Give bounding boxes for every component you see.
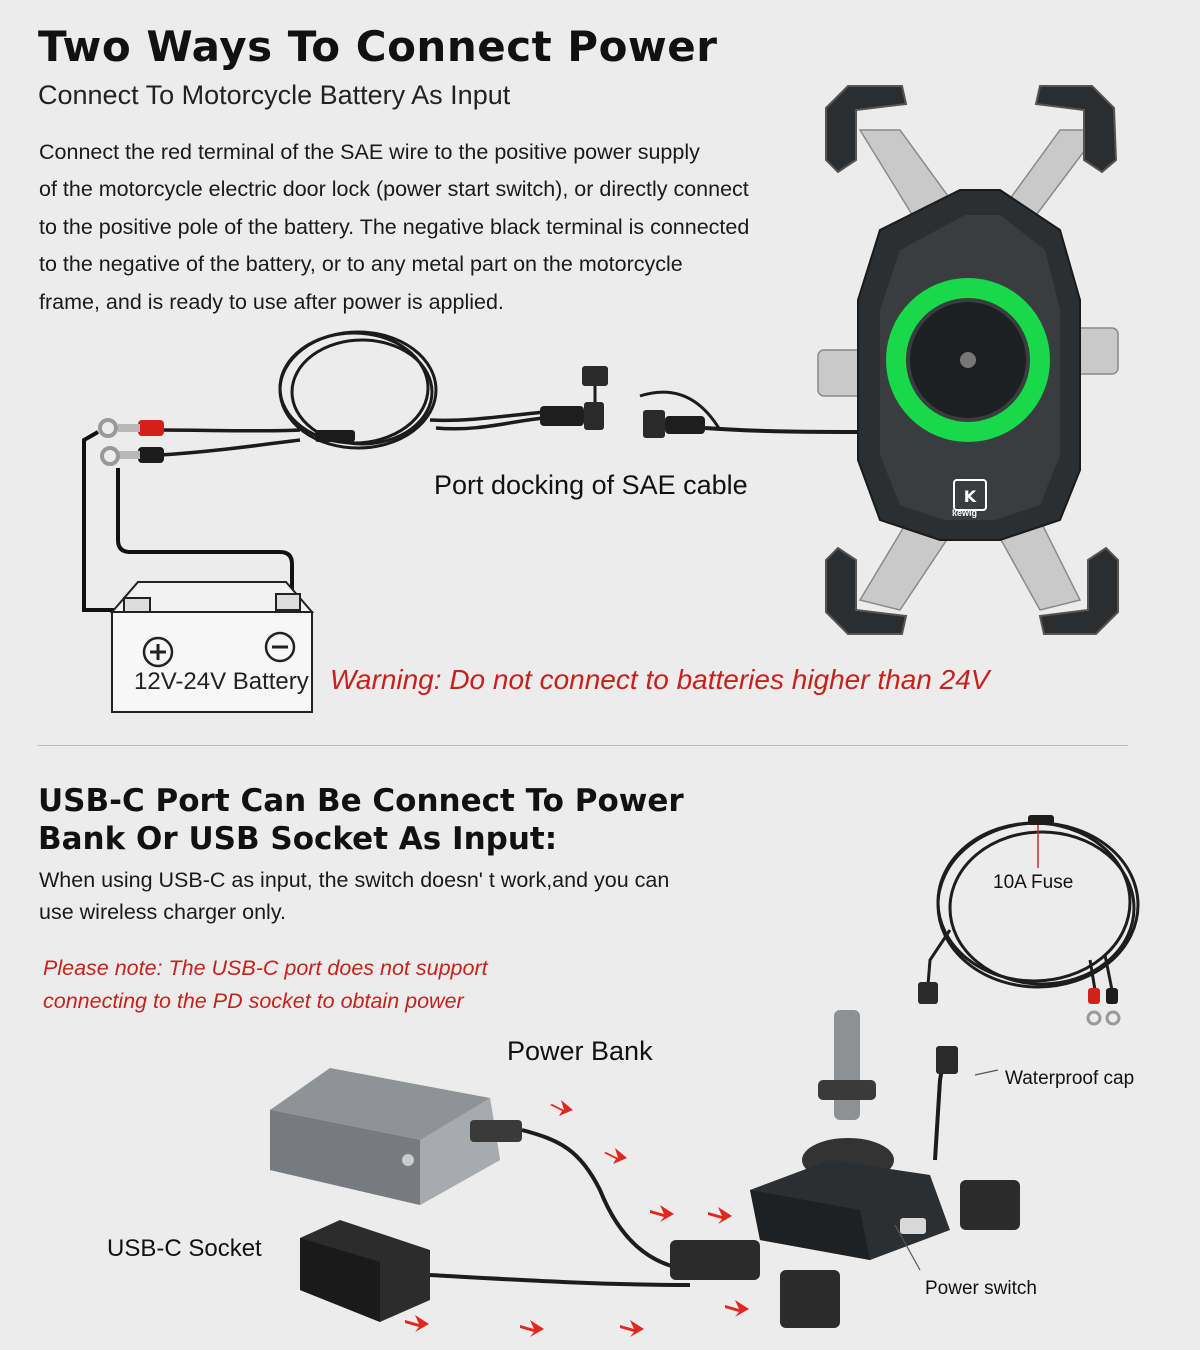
red-terminal: [98, 418, 164, 438]
waterproof-cap-label: Waterproof cap: [1005, 1068, 1135, 1089]
power-switch-label: Power switch: [925, 1278, 1037, 1299]
description-line: use wireless charger only.: [39, 900, 286, 924]
description-line: When using USB-C as input, the switch do…: [39, 868, 670, 892]
phone-holder-device: K: [817, 85, 1119, 635]
usbc-socket-label: USB-C Socket: [107, 1235, 262, 1262]
inline-fuse-holder: [315, 430, 355, 442]
note-line: Please note: The USB-C port does not sup…: [43, 956, 488, 980]
sae-cable-coil: [278, 330, 438, 450]
description-line: Connect the red terminal of the SAE wire…: [39, 140, 700, 164]
fuse-label: 10A Fuse: [993, 872, 1074, 893]
power-bank-label: Power Bank: [507, 1036, 653, 1066]
battery-wires: [159, 410, 546, 457]
green-led-ring: [886, 278, 1050, 442]
fuse-holder: [1028, 815, 1054, 825]
section2-title-line: USB-C Port Can Be Connect To Power: [38, 783, 684, 819]
fuse-cable-coil: [926, 821, 1140, 991]
fuse-terminals: [1086, 988, 1121, 1026]
battery-lead-wires: [82, 430, 294, 612]
power-bank-icon: [270, 1068, 691, 1272]
section2-description: When using USB-C as input, the switch do…: [39, 864, 799, 928]
description-line: frame, and is ready to use after power i…: [39, 289, 504, 314]
sae-connector-right: [639, 390, 866, 438]
voltage-warning: Warning: Do not connect to batteries hig…: [330, 664, 990, 695]
battery-icon: [109, 581, 315, 713]
pd-socket-note: Please note: The USB-C port does not sup…: [43, 952, 488, 1018]
brand-logo: K: [953, 479, 987, 511]
section1-description: Connect the red terminal of the SAE wire…: [39, 134, 859, 321]
section2-title-line: Bank Or USB Socket As Input:: [38, 821, 558, 857]
svg-text:K: K: [964, 487, 977, 506]
sae-connector-left: [540, 366, 608, 430]
flow-arrows: [405, 1100, 749, 1337]
section-divider: [38, 745, 1128, 746]
usbc-socket-icon: [300, 1220, 691, 1322]
description-line: of the motorcycle electric door lock (po…: [39, 177, 749, 202]
waterproof-cap: [936, 1046, 958, 1074]
page-title: Two Ways To Connect Power: [38, 22, 718, 71]
sae-plug: [918, 982, 938, 1004]
brand-logo-text: kewig: [952, 508, 978, 518]
section1-subtitle: Connect To Motorcycle Battery As Input: [38, 80, 511, 110]
description-line: to the positive pole of the battery. The…: [39, 214, 750, 239]
battery-label: 12V-24V Battery: [134, 668, 309, 695]
battery-wiring-illustration: K: [82, 85, 1119, 713]
black-terminal: [100, 446, 164, 466]
note-line: connecting to the PD socket to obtain po…: [43, 989, 464, 1013]
sae-docking-label: Port docking of SAE cable: [434, 470, 748, 500]
section2-title: USB-C Port Can Be Connect To Power Bank …: [38, 782, 684, 858]
description-line: to the negative of the battery, or to an…: [39, 252, 683, 277]
